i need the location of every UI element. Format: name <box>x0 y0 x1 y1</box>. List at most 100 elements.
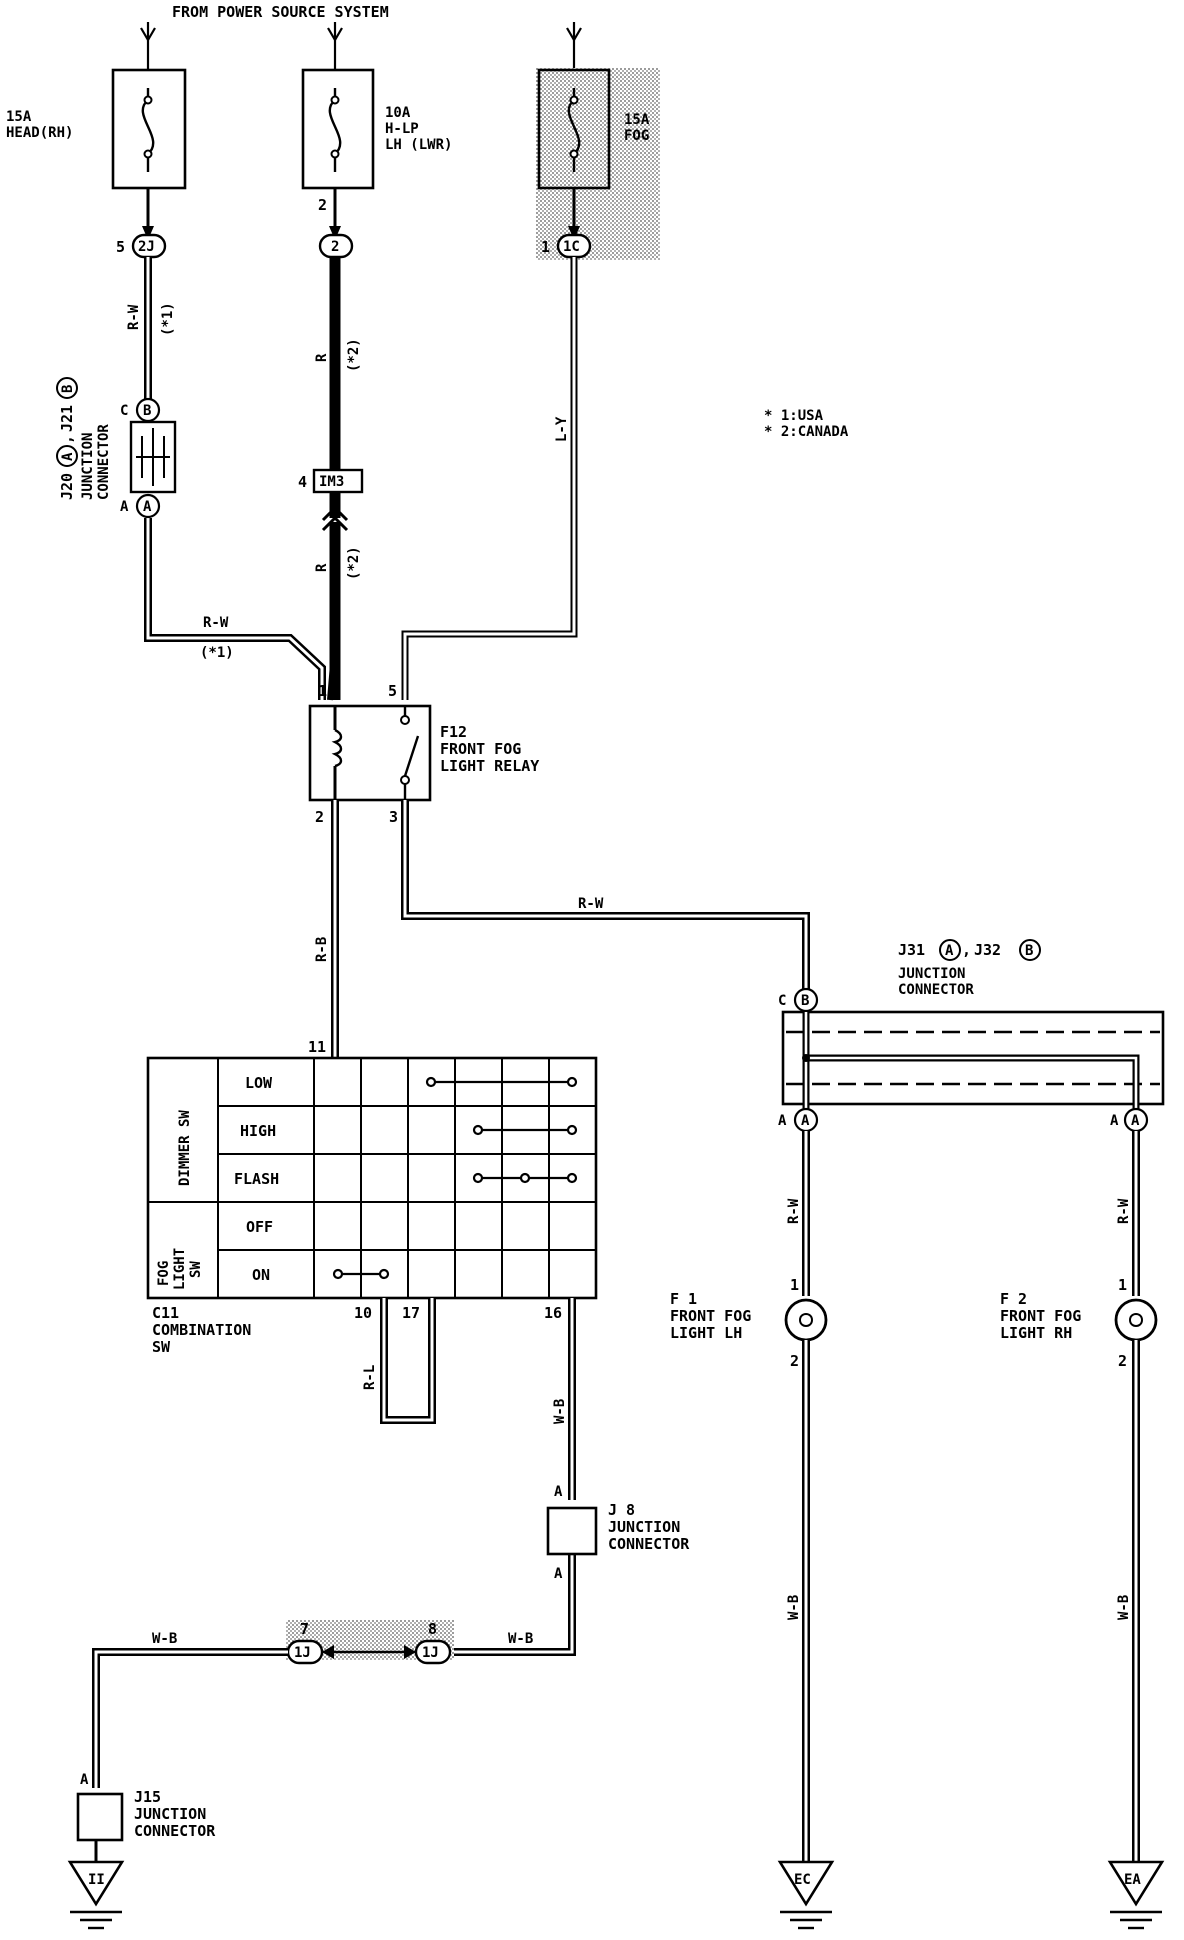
relay-pin5: 5 <box>388 682 397 700</box>
j20-pin-a: A <box>143 499 152 515</box>
wire-r-star2-1: (*2) <box>346 338 362 372</box>
switch-continuity <box>332 1076 578 1280</box>
j15-line2: CONNECTOR <box>134 1822 216 1840</box>
connector-2j-id: 2J <box>138 239 155 255</box>
fuse-hlp-name2: LH (LWR) <box>385 137 452 153</box>
wire-rl-label: R-L <box>362 1365 378 1390</box>
j31-pin-a-left-outer: A <box>778 1113 787 1129</box>
j20-line1: JUNCTION <box>80 433 96 500</box>
splice-left-id: 1J <box>294 1645 311 1661</box>
fuse-head-rh-name: HEAD(RH) <box>6 125 73 141</box>
fog-fuse-shade <box>536 68 660 260</box>
light-f1-pin1: 1 <box>790 1276 799 1294</box>
switch-group-fog-3: SW <box>188 1261 204 1278</box>
j31-name2: J32 <box>974 941 1001 959</box>
j31-pin-c: C <box>778 993 786 1009</box>
wire-rw-label-1: R-W <box>126 304 142 330</box>
j8-pin-a-top: A <box>554 1484 563 1500</box>
j31-pin-a-right: A <box>1131 1113 1140 1129</box>
splice-pin8: 8 <box>428 1620 437 1638</box>
switch-group-fog-2: LIGHT <box>172 1248 188 1290</box>
switch-pin17: 17 <box>402 1304 420 1322</box>
wire-rw-star1-2: (*1) <box>200 645 234 661</box>
connector-im3-id: IM3 <box>319 474 344 490</box>
connector-2: 2 <box>318 233 354 259</box>
connector-1c-id: 1C <box>563 239 580 255</box>
fuse-hlp-name1: H-LP <box>385 121 419 137</box>
switch-id: C11 <box>152 1304 179 1322</box>
j20-pin-a-outer: A <box>120 499 129 515</box>
switch-row-off: OFF <box>246 1218 273 1236</box>
switch-line1: COMBINATION <box>152 1321 251 1339</box>
fuse-hlp-pin: 2 <box>318 196 327 214</box>
wire-wb-label-light2: W-B <box>1116 1595 1132 1620</box>
wire-r-label-2: R <box>314 563 330 572</box>
light-f2-pin1: 1 <box>1118 1276 1127 1294</box>
j20-badge1: A <box>60 452 76 461</box>
switch-group-dimmer: DIMMER SW <box>177 1110 193 1186</box>
ground-ec-id: EC <box>794 1872 811 1888</box>
power-input-arrows <box>140 22 582 70</box>
relay-pin1: 1 <box>318 682 327 700</box>
j15-line1: JUNCTION <box>134 1805 206 1823</box>
header-title: FROM POWER SOURCE SYSTEM <box>172 3 389 21</box>
switch-line2: SW <box>152 1338 171 1356</box>
wire-rw-relay-j31 <box>401 800 810 990</box>
wire-wb-lights-ground <box>802 1340 1140 1862</box>
fuse-hlp-amp: 10A <box>385 105 411 121</box>
wire-rw-label-4: R-W <box>786 1198 802 1224</box>
j15-pin-a: A <box>80 1772 89 1788</box>
connector-1c-pin: 1 <box>541 238 550 256</box>
light-f2-line1: FRONT FOG <box>1000 1307 1081 1325</box>
wire-wb-label-light1: W-B <box>786 1595 802 1620</box>
j20-comma: , <box>58 435 76 444</box>
junction-j15: A J15 JUNCTION CONNECTOR <box>76 1772 216 1862</box>
combination-switch-c11: 11 DIMMER SW FOG LIGHT SW LOW HIGH FLASH… <box>146 1038 598 1356</box>
wire-r-star2-2: (*2) <box>346 546 362 580</box>
wire-ly-label: L-Y <box>554 416 570 442</box>
j31-line1: JUNCTION <box>898 966 965 982</box>
j8-line2: CONNECTOR <box>608 1535 690 1553</box>
switch-row-low: LOW <box>245 1074 273 1092</box>
relay-pin2: 2 <box>315 808 324 826</box>
light-f2-id: F 2 <box>1000 1290 1027 1308</box>
splice-right-id: 1J <box>422 1645 439 1661</box>
wire-rw-label-5: R-W <box>1116 1198 1132 1224</box>
switch-row-high: HIGH <box>240 1122 276 1140</box>
fuse-output-arrows <box>142 188 580 240</box>
fuse-hlp-lh: 10A H-LP LH (LWR) <box>301 68 452 190</box>
splice-1j: 7 8 1J 1J <box>286 1620 452 1665</box>
fuse-head-rh: 15A HEAD(RH) <box>6 68 187 190</box>
wire-wb-label-3: W-B <box>508 1631 533 1647</box>
fuse-head-rh-amp: 15A <box>6 109 32 125</box>
note-canada: * 2:CANADA <box>764 424 849 440</box>
junction-j31-j32: J31 A , J32 B JUNCTION CONNECTOR B C A A… <box>778 939 1165 1133</box>
switch-row-on: ON <box>252 1266 270 1284</box>
light-f2: 1 2 F 2 FRONT FOG LIGHT RH <box>1000 1276 1158 1370</box>
light-f1-line1: FRONT FOG <box>670 1307 751 1325</box>
light-f2-pin2: 2 <box>1118 1352 1127 1370</box>
wire-rw-label-3: R-W <box>578 896 604 912</box>
j8-pin-a-bottom: A <box>554 1566 563 1582</box>
connector-im3: IM3 4 <box>298 468 364 494</box>
connector-im3-pin: 4 <box>298 473 307 491</box>
j31-name1: J31 <box>898 941 925 959</box>
j31-comma: , <box>962 941 971 959</box>
note-usa: * 1:USA <box>764 408 824 424</box>
wire-wb-label-switch: W-B <box>552 1399 568 1424</box>
switch-pin10: 10 <box>354 1304 372 1322</box>
ground-ea: EA <box>1107 1860 1165 1930</box>
j31-badge2: B <box>1025 943 1033 959</box>
switch-pin16: 16 <box>544 1304 562 1322</box>
j31-badge1: A <box>945 943 954 959</box>
ground-ii-id: II <box>88 1872 105 1888</box>
light-f2-line2: LIGHT RH <box>1000 1324 1072 1342</box>
j8-name: J 8 <box>608 1501 635 1519</box>
connector-2j: 2J 5 <box>116 233 167 259</box>
connector-2-id: 2 <box>331 239 339 255</box>
j31-line2: CONNECTOR <box>898 982 974 998</box>
wire-ly <box>401 257 578 700</box>
j20-pin-c: C <box>120 403 128 419</box>
ground-ec: EC <box>777 1860 835 1930</box>
